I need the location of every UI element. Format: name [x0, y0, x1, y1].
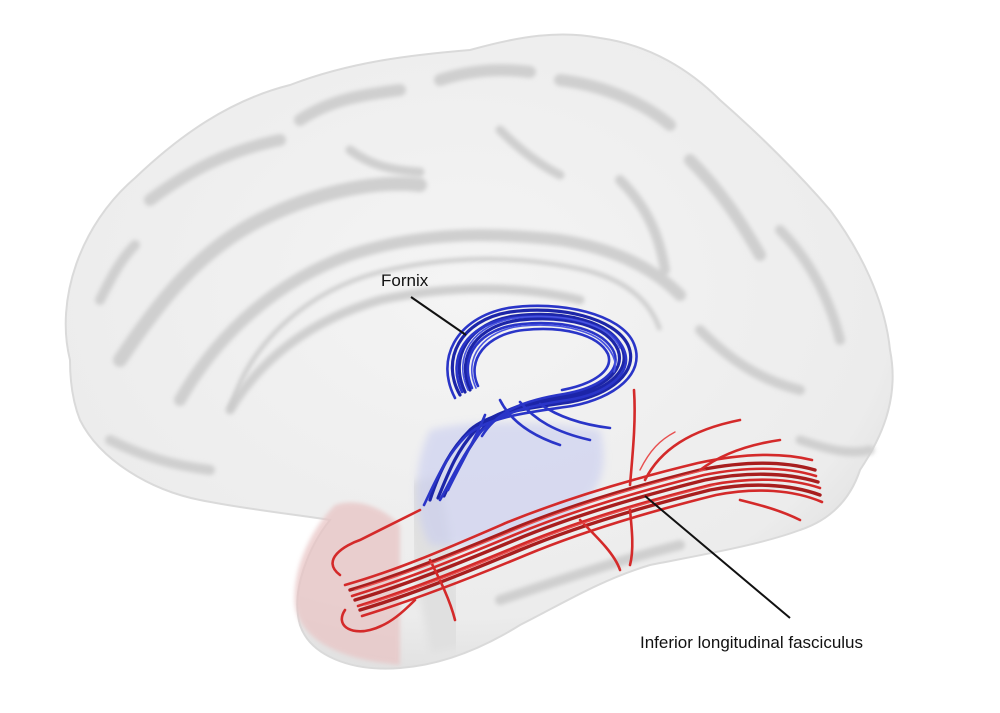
fornix-leader-line	[410, 296, 467, 336]
leader-lines	[410, 296, 791, 619]
fornix-label: Fornix	[381, 271, 429, 290]
fornix-tract	[422, 304, 638, 507]
ilf-label: Inferior longitudinal fasciculus	[640, 633, 863, 652]
fornix-projection-shade	[416, 422, 604, 547]
brain-surface	[64, 33, 894, 670]
ilf-leader-line	[644, 495, 791, 619]
ilf-tract	[331, 388, 824, 633]
